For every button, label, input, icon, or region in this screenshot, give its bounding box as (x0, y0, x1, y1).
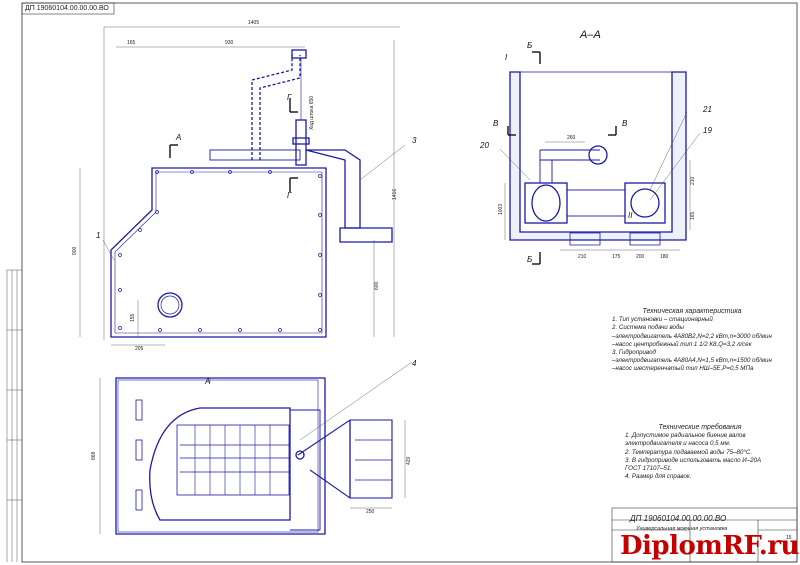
label-3: 3 (412, 136, 417, 145)
title-block (611, 507, 798, 563)
marker-a: А (175, 133, 181, 142)
dim-plan-250: 250 (366, 509, 375, 515)
dim-sec-210: 210 (578, 254, 587, 260)
dim-plan-h: 868 (91, 451, 97, 460)
section-markers (507, 51, 617, 265)
tech-req-line-4: 4. Размер для справок. (625, 473, 692, 481)
section-title: А–А (579, 29, 601, 41)
dim-front-stroke: Ход штока 650 (309, 96, 315, 130)
dim-front-mid: 930 (225, 40, 234, 46)
tech-char-line-2: 2. Система подачи воды (612, 324, 684, 332)
section-label-21: 21 (702, 105, 712, 114)
plan-view (115, 377, 393, 535)
section-label-20: 20 (479, 141, 489, 150)
section-roman-ii: II (628, 211, 633, 220)
plan-view-dimensions (99, 361, 413, 534)
plan-marker-a: А (204, 377, 210, 386)
dim-sec-h: 1003 (498, 204, 504, 215)
section-marker-v-right: В (622, 119, 628, 128)
tech-char-line-5: 3. Гидропривод (612, 349, 656, 357)
tech-characteristics: Техническая характеристика 1. Тип устано… (612, 308, 772, 374)
sheet-number: 15 (786, 535, 792, 541)
dim-front-left: 165 (127, 40, 136, 46)
tech-char-line-6: –электродвигатель 4А80А4,N=1,5 кВт,n=150… (612, 357, 772, 365)
tech-requirements: Технические требования 1. Допустимое рад… (625, 424, 775, 481)
section-marker-v-left: В (493, 119, 499, 128)
section-view (509, 71, 687, 246)
tech-char-heading: Техническая характеристика (642, 308, 742, 315)
dim-sec-210v: 210 (690, 176, 696, 185)
dim-sec-200: 200 (636, 254, 645, 260)
dim-sec-260: 260 (567, 135, 576, 141)
dim-front-height-right: 1416 (392, 189, 398, 200)
dim-front-hole: 205 (135, 346, 144, 352)
tech-req-line-1: 1. Допустимое радиальное биение валов эл… (625, 432, 746, 448)
plan-label-4: 4 (412, 359, 417, 368)
front-view-dimensions (79, 26, 406, 346)
drawing-name: Универсальная моечная установка (636, 526, 728, 532)
code-box (21, 2, 115, 15)
section-marker-b-top: Б (527, 41, 532, 50)
dim-front-width: 1405 (248, 20, 259, 26)
dim-front-hole-h: 155 (130, 313, 136, 322)
dim-sec-165: 165 (690, 211, 696, 220)
tech-char-line-7: –насос шестеренчатый тип НШ–5Е,Р=0,5 МПа (612, 365, 754, 373)
tech-req-heading: Технические требования (658, 424, 742, 431)
watermark-brand: DiplomRF.ru (620, 531, 799, 561)
tech-char-line-1: 1. Тип установки – стационарный (612, 316, 713, 324)
section-marker-b-bot: Б (527, 255, 532, 264)
label-1: 1 (96, 231, 100, 240)
section-roman-i: I (505, 53, 508, 62)
left-margin-stamp (6, 269, 22, 562)
front-view (110, 49, 393, 338)
sheet-frame (21, 2, 798, 563)
dim-sec-175: 175 (612, 254, 621, 260)
dim-plan-420: 420 (406, 456, 412, 465)
drawing-code: ДП 19060104.00.00.00.ВО (630, 514, 727, 523)
section-view-dimensions (499, 111, 701, 251)
section-label-19: 19 (703, 126, 712, 135)
dim-sec-180: 180 (660, 254, 669, 260)
tech-req-line-2: 2. Температура подаваемой воды 75–80°С. (625, 448, 753, 456)
dim-front-low: 600 (374, 281, 380, 290)
tech-req-line-3: 3. В гидроприводе использовать масло И–2… (625, 456, 762, 473)
marker-g-bot: Г (287, 191, 292, 200)
dim-front-height-left: 900 (72, 246, 78, 255)
tech-char-line-4: –насос центробежный тип 1 1/2 К8,Q=3,2 л… (612, 340, 752, 348)
rotated-code: ДП 19060104.00.00.00.ВО (25, 5, 109, 12)
tech-char-line-3: –электродвигатель 4А80В2,N=2,2 кВт,n=300… (612, 332, 772, 340)
section-markers-front (169, 98, 298, 192)
marker-g-top: Г (287, 93, 292, 102)
